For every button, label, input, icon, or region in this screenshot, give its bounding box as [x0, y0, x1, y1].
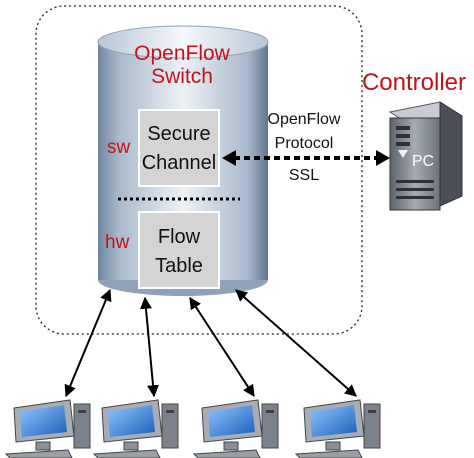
host-link-arrow [189, 296, 255, 398]
host-computer-icon [294, 399, 381, 458]
openflow-link-arrow [222, 150, 390, 166]
switch-boundary [35, 5, 363, 335]
flow-table-box [138, 211, 220, 289]
hw-label: hw [105, 232, 130, 253]
link-label-line3: SSL [289, 167, 319, 184]
link-label-line2: Protocol [275, 135, 334, 152]
flow-table-line1: Flow [158, 226, 201, 248]
switch-title-line1: OpenFlow [134, 42, 231, 65]
secure-channel-box [138, 109, 220, 187]
host-computer-icon [4, 399, 91, 458]
host-computer-icon [192, 399, 279, 458]
sw-label: sw [107, 137, 131, 158]
controller-server-icon [388, 101, 464, 211]
secure-channel-line1: Secure [147, 123, 210, 145]
switch-title-line2: Switch [151, 65, 213, 88]
host-link-arrow [140, 296, 159, 398]
hosts-group [4, 399, 381, 458]
host-link-arrow [64, 288, 112, 398]
flow-table-line2: Table [155, 255, 203, 277]
host-computer-icon [92, 399, 179, 458]
controller-title: Controller [362, 69, 466, 96]
link-label-line1: OpenFlow [268, 111, 341, 128]
host-links [64, 288, 357, 398]
controller-pc-label: PC [412, 153, 434, 170]
secure-channel-line2: Channel [142, 152, 217, 174]
host-link-arrow [235, 289, 357, 397]
